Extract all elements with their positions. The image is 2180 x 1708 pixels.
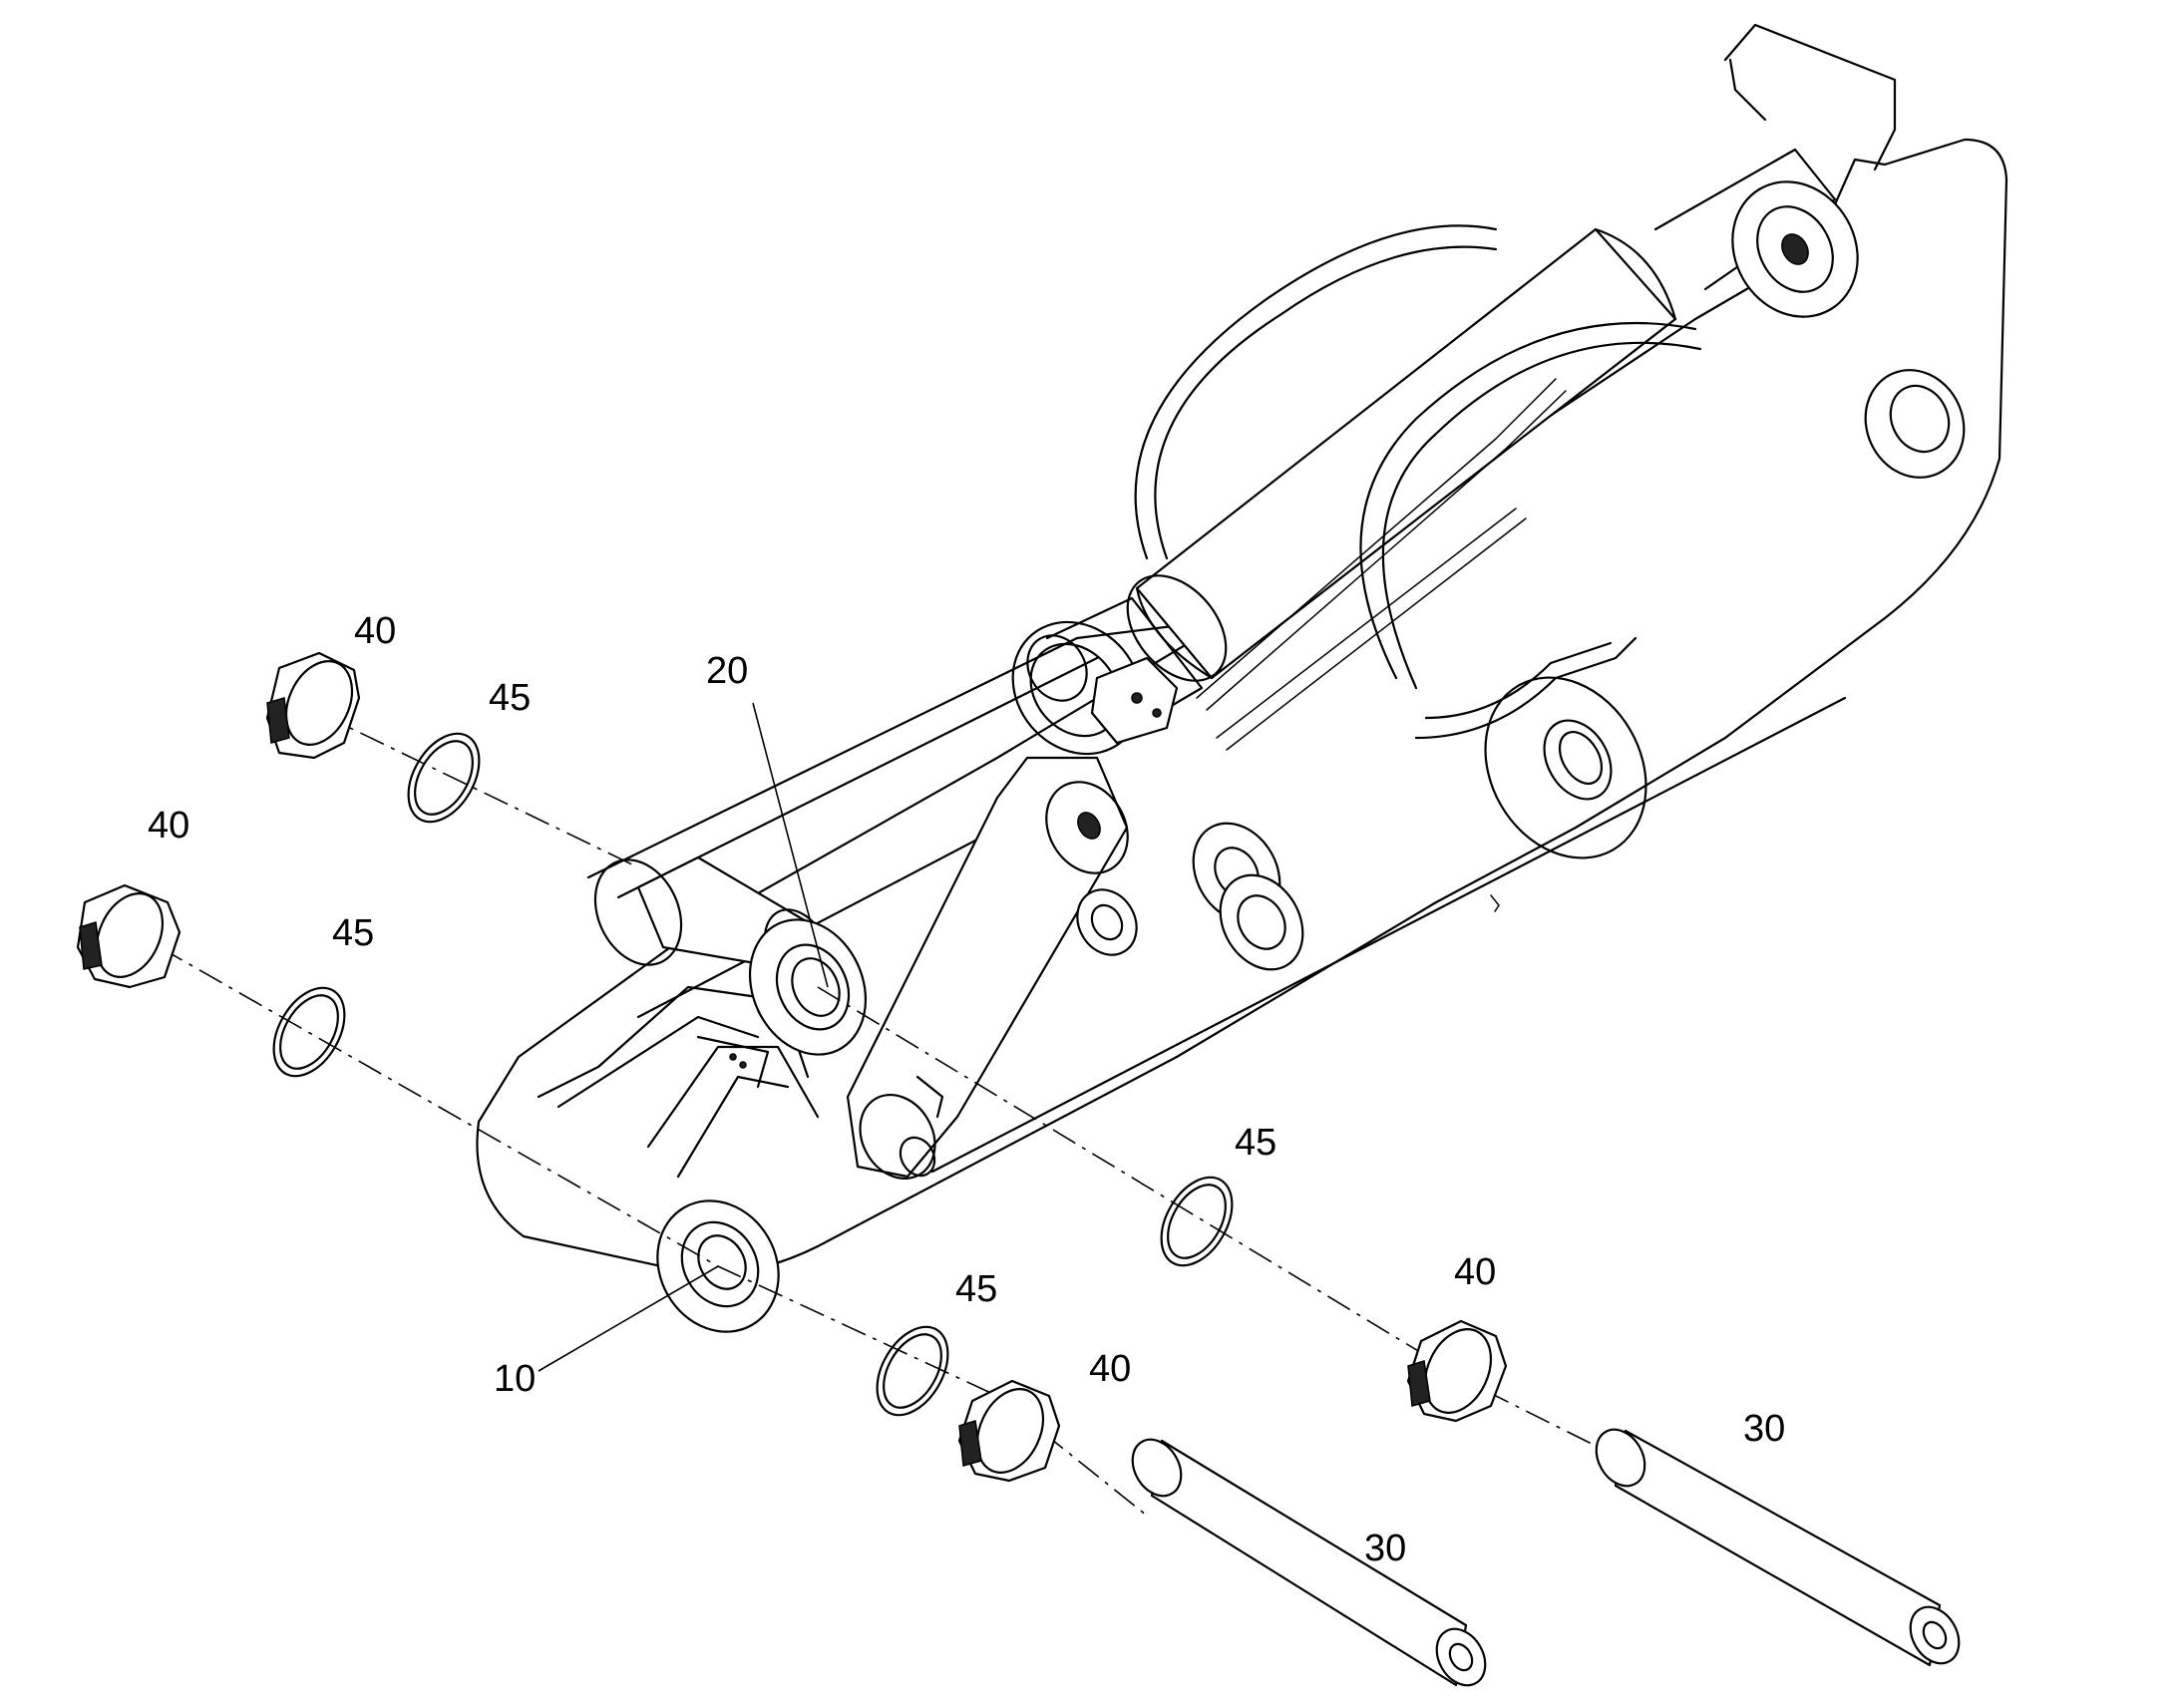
retaining-ring-45b (272, 986, 346, 1078)
callout-40: 40 (1089, 1348, 1131, 1390)
locking-nut-40c (1406, 1319, 1508, 1423)
hydraulic-hoses (1134, 224, 1702, 751)
callout-40: 40 (148, 805, 189, 847)
pin-boss-20 (748, 918, 868, 1056)
locking-nut-40a (265, 651, 361, 760)
leader-lines (538, 702, 829, 1372)
linkage-arm (846, 756, 1129, 1181)
pin-30a (1131, 1438, 1487, 1687)
callout-45: 45 (489, 677, 531, 719)
locking-nut-40d (957, 1379, 1061, 1483)
callout-45: 45 (332, 912, 374, 954)
callout-10: 10 (494, 1358, 536, 1400)
callout-45: 45 (1235, 1122, 1276, 1164)
retaining-ring-45d (876, 1325, 949, 1417)
callout-30: 30 (1743, 1408, 1785, 1450)
pin-30b (1595, 1428, 1961, 1667)
retaining-ring-45a (407, 732, 481, 824)
callout-45: 45 (955, 1268, 997, 1310)
callout-20: 20 (706, 650, 748, 692)
callout-40: 40 (354, 610, 396, 652)
locking-nut-40b (76, 883, 182, 989)
callout-labels: 40 45 40 45 20 45 40 45 40 10 30 30 (148, 610, 1785, 1569)
callout-40: 40 (1454, 1251, 1496, 1293)
callout-30: 30 (1364, 1528, 1406, 1569)
hydraulic-cylinder (1011, 23, 1897, 756)
bushings-group (1076, 822, 1304, 971)
retaining-ring-45c (1160, 1176, 1234, 1267)
